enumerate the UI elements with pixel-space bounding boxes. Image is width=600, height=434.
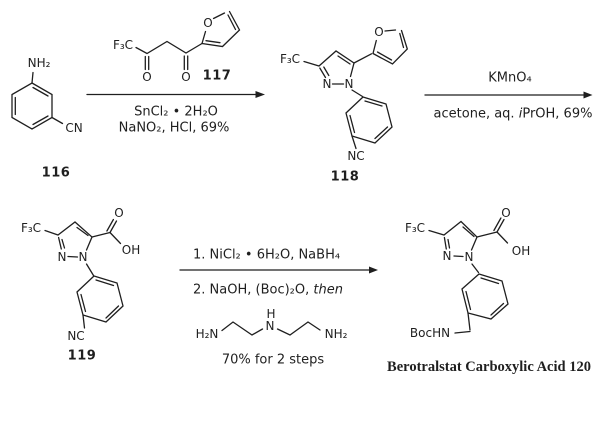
triamine-structure — [221, 321, 321, 336]
c119-hydroxyl-label: OH — [121, 242, 141, 257]
compound-116-structure — [11, 71, 64, 130]
c117-ketone-o-left: O — [142, 70, 152, 84]
step3-line2: 2. NaOH, (Boc)₂O, then — [193, 283, 343, 296]
step2-below-italic: i — [518, 106, 523, 122]
step2-reagent-above: KMnO₄ — [488, 70, 532, 86]
c119-cf3-label: F₃C — [20, 221, 42, 235]
reaction-arrow-1 — [86, 91, 265, 98]
c120-product-name: Berotralstat Carboxylic Acid 120 — [387, 358, 591, 375]
c120-boc-amine-label: BocHN — [409, 326, 451, 340]
step1-reagents-line1: SnCl₂ • 2H₂O — [134, 104, 218, 120]
step3-yield-note: 70% for 2 steps — [221, 352, 325, 368]
c118-cf3-label: F₃C — [279, 52, 301, 66]
c116-number: 116 — [41, 165, 71, 181]
c120-pyrazole-n-left: N — [442, 249, 452, 263]
c118-number: 118 — [330, 169, 360, 185]
triamine-nh-h-label: H — [266, 306, 276, 321]
c119-nitrile-label: NC — [67, 328, 85, 343]
c118-pyrazole-n-left: N — [322, 77, 332, 91]
compound-118-structure — [303, 29, 409, 150]
c119-pyrazole-n-right: N — [78, 250, 88, 264]
c117-number: 117 — [202, 68, 232, 84]
c117-furan-o-label: O — [203, 16, 213, 30]
c119-carbonyl-o-label: O — [114, 206, 124, 220]
step1-reagents-line2: NaNO₂, HCl, 69% — [118, 120, 230, 136]
c118-furan-o-label: O — [374, 25, 384, 39]
c116-amine-label: NH₂ — [27, 56, 51, 70]
c116-nitrile-label: CN — [65, 121, 83, 135]
step2-below-part1: acetone, aq. — [433, 106, 519, 122]
triamine-nh-n-label: N — [265, 318, 275, 333]
c119-number: 119 — [67, 348, 97, 363]
c117-ketone-o-right: O — [181, 70, 191, 84]
reaction-arrow-2 — [424, 91, 593, 99]
compound-119-structure — [44, 218, 124, 329]
reaction-arrow-3 — [179, 266, 378, 274]
triamine-h2n-label: H₂N — [195, 327, 219, 341]
step2-conditions-below: acetone, aq. iPrOH, 69% — [434, 108, 593, 121]
compound-120-structure — [428, 217, 509, 334]
c119-pyrazole-n-left: N — [57, 249, 67, 264]
c120-hydroxyl-label: OH — [511, 243, 531, 258]
c120-pyrazole-n-right: N — [464, 250, 474, 264]
step3-line2-part1: 2. NaOH, (Boc)₂O, — [193, 282, 314, 297]
c118-pyrazole-n-right: N — [344, 77, 354, 91]
c120-carbonyl-o-label: O — [501, 205, 511, 220]
step3-line2-italic: then — [313, 282, 343, 297]
c118-nitrile-label: NC — [347, 149, 365, 163]
step3-line1: 1. NiCl₂ • 6H₂O, NaBH₄ — [193, 247, 341, 263]
c120-cf3-label: F₃C — [404, 220, 426, 235]
step2-below-part2: PrOH, 69% — [522, 106, 593, 122]
c117-cf3-label: F₃C — [112, 38, 134, 52]
triamine-nh2-label: NH₂ — [324, 327, 348, 341]
compound-117-structure — [135, 10, 241, 71]
